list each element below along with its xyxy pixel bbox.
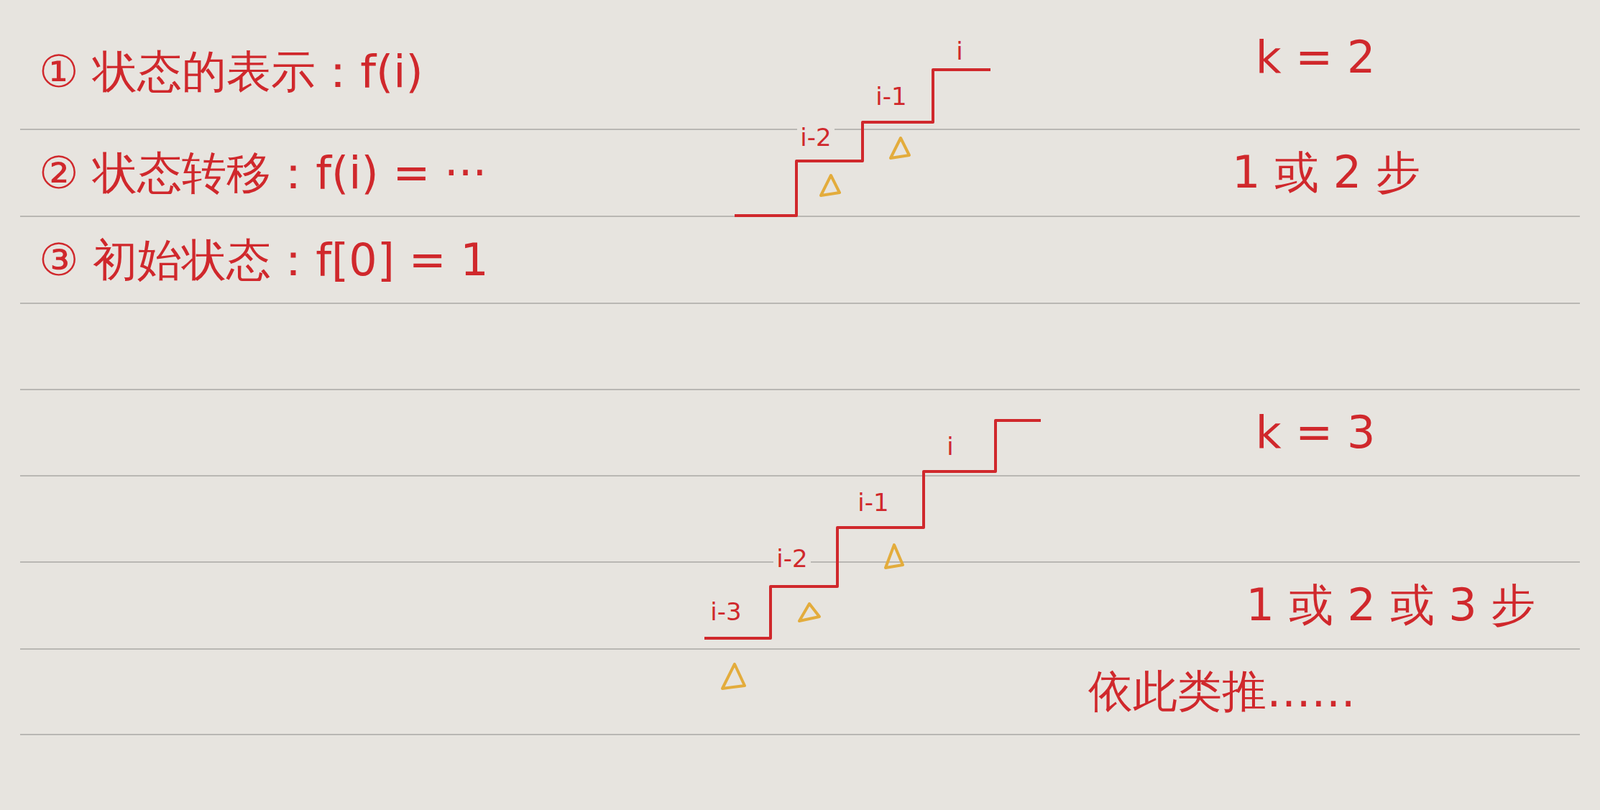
ruled-lines bbox=[20, 129, 1580, 735]
triangle-marker bbox=[885, 544, 903, 568]
triangle-marker bbox=[820, 175, 840, 196]
step-count: k = 3 bbox=[1252, 408, 1379, 458]
step-markers bbox=[722, 138, 910, 689]
step-label: i-1 bbox=[854, 489, 892, 517]
state-transition: ② 状态转移：f(i) = ··· bbox=[35, 148, 490, 198]
step-label: i bbox=[953, 38, 966, 65]
state-definition: ① 状态的表示：f(i) bbox=[35, 47, 427, 97]
step-label: i bbox=[943, 433, 956, 461]
step-options: 1 或 2 或 3 步 bbox=[1243, 580, 1539, 630]
step-label: i-2 bbox=[797, 124, 834, 151]
step-label: i-1 bbox=[872, 83, 910, 110]
staircase bbox=[734, 69, 991, 216]
step-options: 1 或 2 步 bbox=[1229, 148, 1424, 197]
note: 依此类推…… bbox=[1085, 667, 1359, 716]
staircase bbox=[704, 420, 1041, 639]
initial-state: ③ 初始状态：f[0] = 1 bbox=[35, 235, 492, 285]
triangle-marker bbox=[890, 138, 910, 159]
step-label: i-3 bbox=[707, 598, 744, 626]
triangle-marker bbox=[799, 603, 820, 622]
step-count: k = 2 bbox=[1252, 33, 1379, 82]
triangle-marker bbox=[722, 664, 745, 689]
step-label: i-2 bbox=[773, 545, 811, 573]
